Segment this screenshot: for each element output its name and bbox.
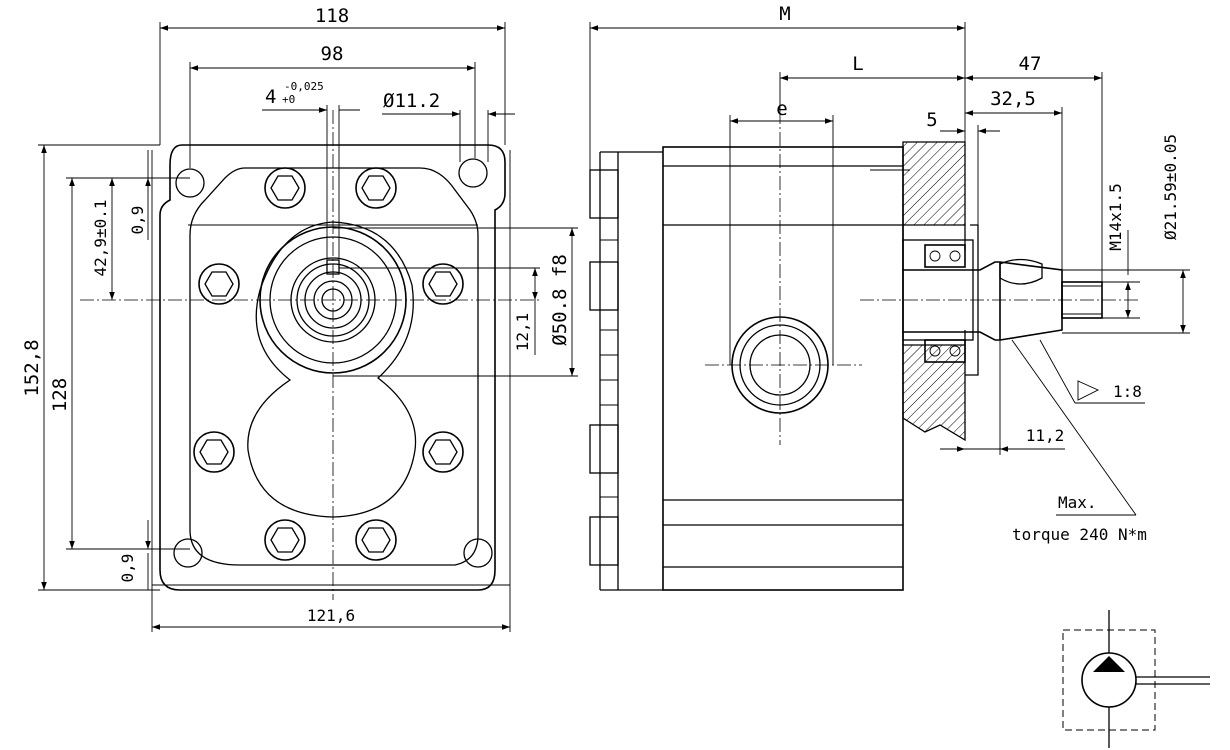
dim-taper: 1:8: [1113, 382, 1142, 401]
dim-hole-diameter: Ø11.2: [383, 90, 440, 112]
dim-base-width: 121,6: [307, 606, 355, 625]
mount-hole-top-left: [175, 168, 205, 198]
mount-hole-bottom-right: [463, 538, 493, 568]
dim-key-height: 42,9±0.1: [91, 199, 110, 276]
dim-length-overall: M: [779, 3, 790, 25]
mounting-holes: [173, 158, 493, 568]
hex-bolts: [193, 167, 464, 561]
bolt-7: [264, 519, 306, 561]
dim-spigot-depth: 5: [926, 109, 937, 131]
dim-height-overall: 152,8: [21, 339, 43, 396]
dim-taper-start: 11,2: [1026, 426, 1065, 445]
dim-hole-spacing-v: 128: [49, 378, 71, 412]
side-view: M L e 47 32,5 5 M14x1.5 Ø21.59±0.05: [589, 3, 1190, 591]
dim-port-offset: e: [776, 98, 787, 120]
bolt-6: [422, 431, 464, 473]
base-plate-outline: [151, 150, 511, 586]
dim-offset-top: 0,9: [128, 206, 147, 235]
dim-thread-length: 32,5: [990, 88, 1036, 110]
torque-label-line2: torque 240 N*m: [1012, 525, 1147, 544]
dim-hole-spacing-h: 98: [321, 43, 344, 65]
flange-section: [902, 141, 966, 226]
bolt-4: [422, 263, 464, 305]
rear-cover: [589, 151, 663, 591]
body-outline: [189, 167, 479, 566]
flange-outline: [159, 144, 506, 591]
mount-hole-top-right: [458, 158, 488, 188]
bearing-top: [924, 244, 966, 268]
dim-key-tol-lower: +0: [282, 93, 295, 106]
bolt-2: [355, 167, 397, 209]
torque-label-line1: Max.: [1058, 493, 1097, 512]
dim-length-port: L: [852, 53, 863, 75]
bolt-1: [264, 167, 306, 209]
flange-section-lower: [902, 344, 966, 442]
dim-shaft-diameter: Ø21.59±0.05: [1161, 134, 1180, 240]
front-view: 118 98 4 -0,025 +0 Ø11.2 152,8 128 42,9±…: [21, 5, 578, 632]
dim-width-overall: 118: [315, 5, 349, 27]
gear-housing: [247, 221, 417, 518]
output-shaft: [903, 261, 1063, 341]
dim-key-width: 4: [265, 86, 276, 108]
hydraulic-pump-symbol: [1062, 610, 1210, 748]
pump-body: [662, 146, 904, 591]
dim-key-tol-upper: -0,025: [284, 80, 324, 93]
dim-thread: M14x1.5: [1106, 183, 1125, 250]
shaft-keyway: [999, 258, 1043, 285]
taper-symbol: [1077, 380, 1100, 401]
bolt-8: [355, 519, 397, 561]
bearing-bottom: [924, 339, 966, 363]
bolt-3: [198, 263, 240, 305]
pump-arrow-icon: [1093, 656, 1125, 672]
mount-hole-bottom-left: [173, 538, 203, 568]
dim-offset-bottom: 0,9: [118, 554, 137, 583]
dim-shaft-length: 47: [1019, 53, 1042, 75]
dim-spigot-diameter: Ø50.8 f8: [549, 254, 571, 346]
bolt-5: [193, 431, 235, 473]
dim-shaft-offset: 12,1: [513, 313, 532, 352]
